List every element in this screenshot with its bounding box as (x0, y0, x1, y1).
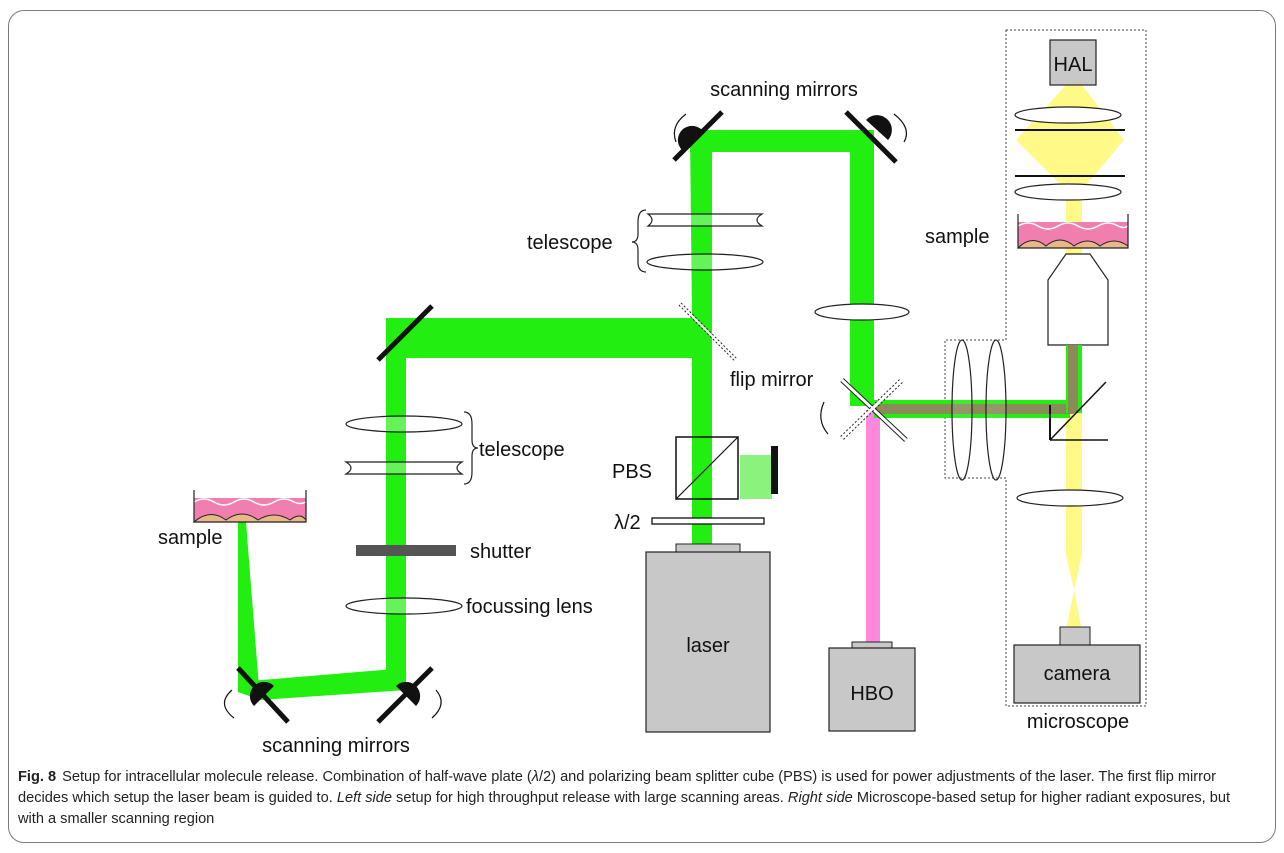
coupling-lens-2 (985, 339, 1007, 481)
scan-lens (814, 303, 910, 321)
telescope-top-label: telescope (527, 232, 613, 254)
telescope-top-convex-lens (646, 253, 764, 271)
rejected-beam (740, 455, 772, 499)
caption-right-side: Right side (787, 790, 853, 806)
hbo-lamp (828, 647, 916, 732)
microscope-enclosure (944, 29, 1147, 707)
caption-label: Fig. 8 (18, 769, 57, 785)
half-wave-plate (651, 517, 765, 525)
fold-mirror-left (376, 304, 434, 362)
camera-label: camera (1044, 663, 1112, 685)
scanning-mirrors-bottom-label: scanning mirrors (262, 735, 410, 757)
flip-mirror-label: flip mirror (730, 369, 814, 391)
pbs-diagonal (675, 436, 739, 500)
focussing-lens-label: focussing lens (466, 596, 593, 618)
dichroic-mirror-diagonal (1049, 381, 1107, 441)
caption-part4: Microscope-based setup for higher radian… (18, 790, 1231, 827)
pbs-cube (675, 436, 739, 500)
optical-setup-diagram: HAL sample camera microscope (158, 29, 1147, 757)
caption-left-side: Left side (336, 790, 392, 806)
beam-dump (771, 446, 778, 494)
telescope-left-convex-lens (345, 415, 463, 433)
flip-rotation-arrow-right (820, 401, 829, 435)
laser-aperture (675, 543, 741, 553)
caption-part2: /2) and polarizing beam splitter cube (P… (18, 769, 1216, 806)
scanning-mirrors-top (672, 110, 907, 164)
shutter-label: shutter (470, 541, 531, 563)
objective (1047, 253, 1109, 346)
coupling-lens-1 (951, 339, 973, 481)
laser-beam (238, 130, 874, 700)
tube-lens (1016, 489, 1124, 507)
sample-label-left: sample (158, 527, 222, 549)
pbs-label: PBS (612, 461, 652, 483)
flip-mirror-left-inner (679, 303, 737, 361)
telescope-top-brace (631, 209, 647, 273)
condenser-lens (1014, 183, 1122, 201)
shutter (356, 545, 456, 556)
sample-dish-right (1016, 214, 1129, 249)
mixed-beam-vertical-core (1068, 345, 1078, 413)
caption-lambda: λ (531, 769, 539, 785)
hbo-port (851, 641, 893, 649)
telescope-left-brace (463, 411, 479, 485)
hbo-label: HBO (850, 683, 893, 705)
sample-label-right: sample (925, 226, 989, 248)
hbo-beam (866, 410, 880, 642)
figure-caption: Fig. 8 Setup for intracellular molecule r… (18, 767, 1258, 830)
mixed-beam (874, 404, 1074, 414)
laser-body (645, 551, 771, 733)
sample-dish-left (192, 490, 307, 523)
caption-part1: Setup for intracellular molecule release… (62, 769, 532, 785)
scanning-mirrors-top-label: scanning mirrors (710, 79, 858, 101)
scanning-mirrors-bottom (223, 666, 442, 724)
focussing-lens (345, 597, 463, 615)
caption-part3: setup for high throughput release with l… (392, 790, 788, 806)
telescope-left-label: telescope (479, 439, 565, 461)
half-wave-label: λ/2 (614, 512, 641, 534)
telescope-top-concave-lens (646, 213, 765, 227)
microscope-label: microscope (1027, 711, 1129, 733)
camera-port (1059, 626, 1091, 646)
hal-lamp (1049, 39, 1097, 86)
figure-frame (8, 10, 1276, 843)
hal-label: HAL (1054, 54, 1093, 76)
telescope-left-concave-lens (343, 461, 465, 475)
laser-label: laser (686, 635, 730, 657)
camera-body (1013, 644, 1141, 704)
flip-mirror-right (840, 378, 908, 442)
collector-lens (1014, 106, 1122, 124)
